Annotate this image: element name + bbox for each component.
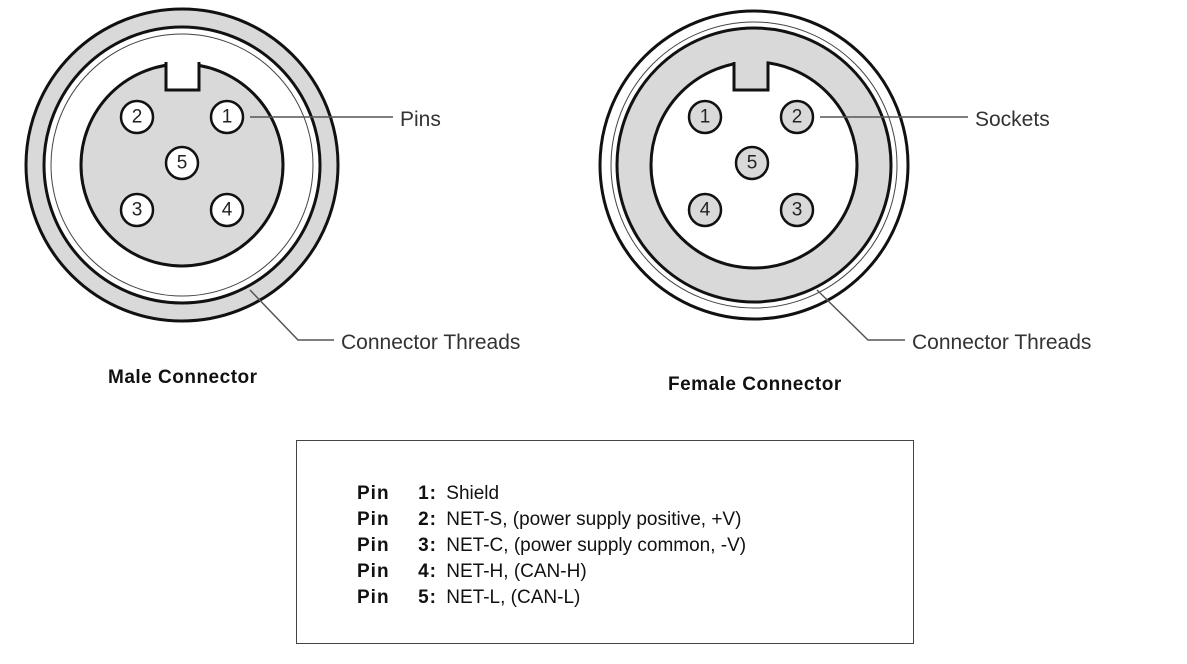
male-connector: 2 1 5 3 4 Pins Connector Threads Male Co…	[24, 7, 520, 388]
threads-leader-line	[816, 289, 905, 341]
svg-text:4: 4	[700, 200, 711, 221]
socket-5: 5	[734, 145, 770, 181]
male-title: Male Connector	[108, 367, 258, 388]
pin-1: 1	[209, 99, 245, 135]
socket-2: 2	[779, 99, 815, 135]
pin-5: 5	[164, 145, 200, 181]
svg-text:1: 1	[222, 107, 233, 128]
threads-label: Connector Threads	[912, 331, 1091, 354]
svg-text:3: 3	[132, 200, 143, 221]
pin-3: 3	[119, 192, 155, 228]
female-title: Female Connector	[668, 374, 842, 395]
svg-text:5: 5	[177, 153, 188, 174]
socket-3: 3	[779, 192, 815, 228]
pins-label: Pins	[400, 108, 441, 131]
sockets-label: Sockets	[975, 108, 1050, 131]
socket-1: 1	[687, 99, 723, 135]
svg-text:2: 2	[792, 107, 803, 128]
svg-text:5: 5	[747, 153, 758, 174]
pin-2: 2	[119, 99, 155, 135]
pin-4: 4	[209, 192, 245, 228]
svg-text:2: 2	[132, 107, 143, 128]
svg-text:4: 4	[222, 200, 233, 221]
socket-4: 4	[687, 192, 723, 228]
svg-text:3: 3	[792, 200, 803, 221]
female-connector: 1 2 5 4 3 Sockets Connector Threads Fema…	[598, 9, 1091, 395]
svg-text:1: 1	[700, 107, 711, 128]
threads-leader-line	[249, 289, 334, 341]
threads-label: Connector Threads	[341, 331, 520, 354]
